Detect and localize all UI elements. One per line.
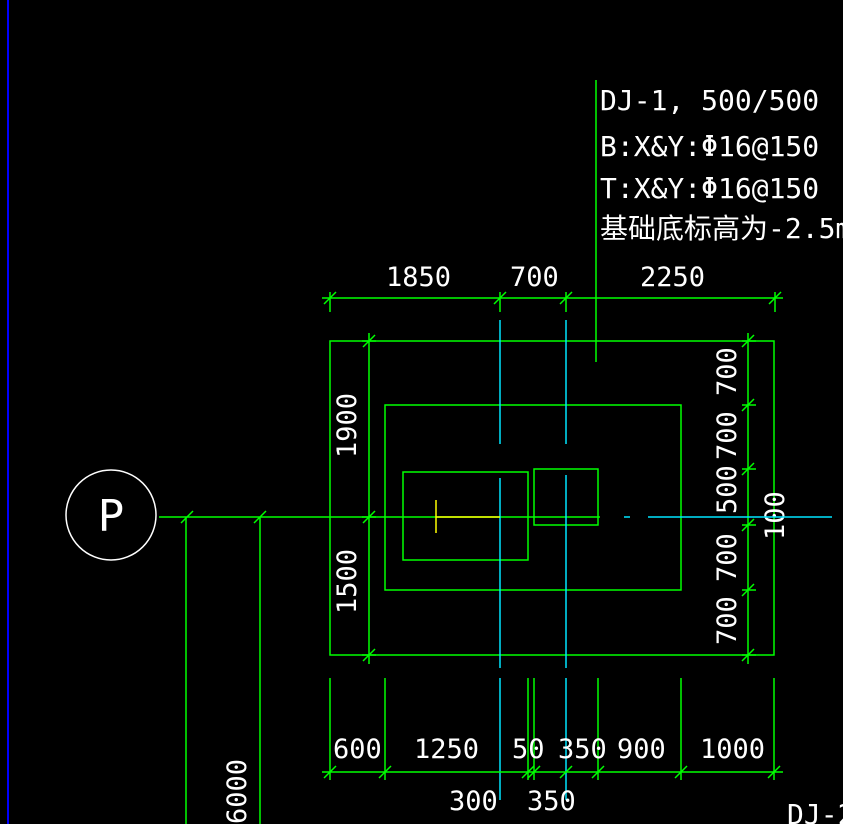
left-vertical-dim-6000: 6000 [222, 759, 253, 824]
right-offset-100: 100 [760, 491, 791, 540]
bottom-dim-1250: 1250 [414, 734, 479, 765]
right-dim-700-d: 700 [712, 596, 743, 645]
annotation-line-2: B:X&Y:Φ16@150 [600, 130, 819, 163]
corner-label-dj2: DJ-2 [787, 798, 843, 824]
right-dim-500: 500 [712, 465, 743, 514]
annotation-line-1: DJ-1, 500/500 [600, 84, 819, 117]
left-dim-1900: 1900 [332, 393, 363, 458]
right-dimension-line [741, 333, 756, 664]
top-dimension-line [322, 291, 783, 312]
annotation-line-3: T:X&Y:Φ16@150 [600, 172, 819, 205]
left-dim-1500: 1500 [332, 549, 363, 614]
bottom-dim-600: 600 [333, 734, 382, 765]
right-dim-700-b: 700 [712, 411, 743, 460]
bottom-dimension-line [322, 765, 783, 779]
bottom-extension-lines [329, 678, 775, 780]
bottom-dim-50: 50 [512, 734, 545, 765]
bottom-sub-dim-350: 350 [527, 786, 576, 817]
top-dim-1850: 1850 [386, 262, 451, 293]
bottom-dim-1000: 1000 [700, 734, 765, 765]
bottom-sub-dim-300: 300 [449, 786, 498, 817]
right-dim-700-c: 700 [712, 533, 743, 582]
pedestal-left [402, 471, 529, 561]
bottom-dim-350: 350 [558, 734, 607, 765]
top-dim-700: 700 [510, 262, 559, 293]
bottom-dim-900: 900 [617, 734, 666, 765]
right-dim-700-a: 700 [712, 347, 743, 396]
top-dim-2250: 2250 [640, 262, 705, 293]
foundation-middle-step [384, 404, 682, 591]
annotation-line-4: 基础底标高为-2.5m [600, 212, 843, 245]
axis-bubble-p[interactable] [65, 469, 157, 561]
axis-bubble-label: P [98, 491, 125, 542]
foundation-outer-step [329, 340, 775, 656]
